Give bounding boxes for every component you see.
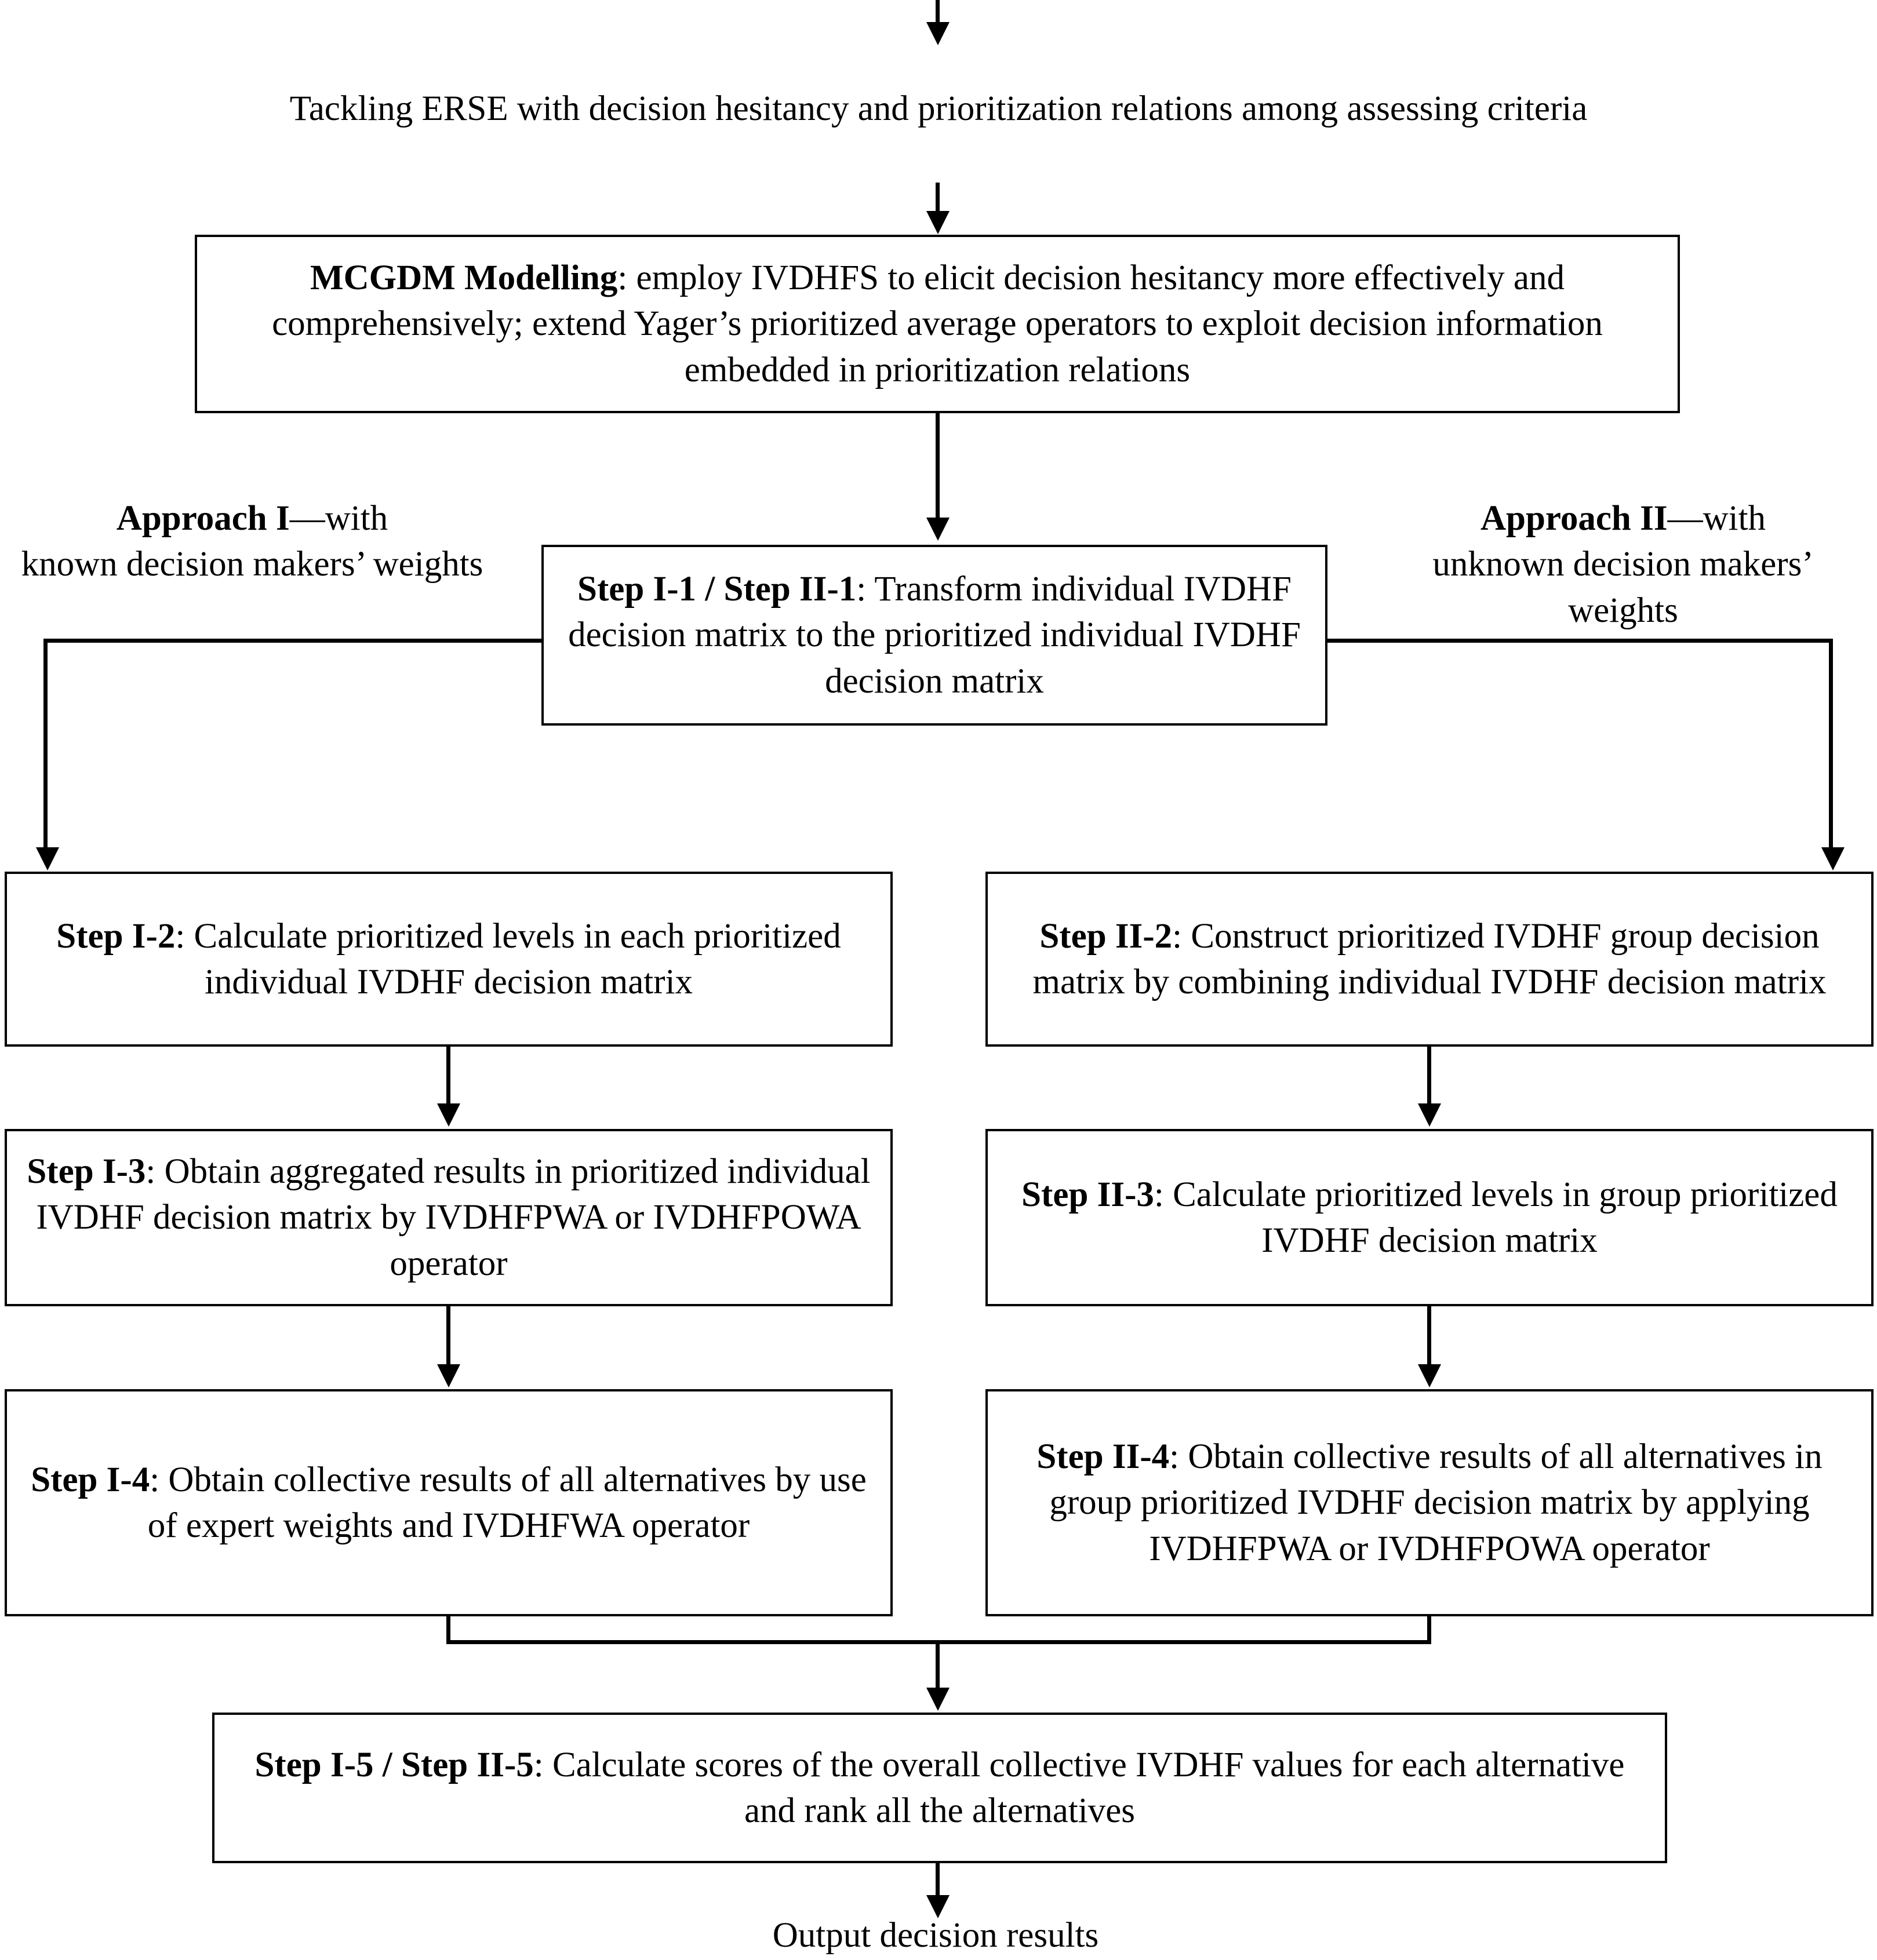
output-label-text: Output decision results — [772, 1916, 1099, 1955]
box-step-i4[interactable]: Step I-4: Obtain collective results of a… — [5, 1389, 893, 1616]
approach-ii-heading: Approach II — [1480, 499, 1668, 538]
box-mcgdm-modelling[interactable]: MCGDM Modelling: employ IVDHFS to elicit… — [195, 235, 1680, 413]
box-step-ii4[interactable]: Step II-4: Obtain collective results of … — [985, 1389, 1874, 1616]
box-step-1-text: Step I-1 / Step II-1: Transform individu… — [544, 566, 1325, 704]
title-note-text: Tackling ERSE with decision hesitancy an… — [289, 89, 1588, 128]
box-step-ii4-text: Step II-4: Obtain collective results of … — [988, 1434, 1871, 1572]
box-step-i2-text: Step I-2: Calculate prioritized levels i… — [7, 913, 890, 1005]
connector-i2-to-i3-line — [446, 1047, 450, 1105]
connector-branch-right-horizontal — [1326, 639, 1833, 643]
box-step-ii4-label: Step II-4 — [1036, 1437, 1170, 1477]
connector-i3-to-i4-arrowhead — [437, 1364, 460, 1387]
approach-ii-label: Approach II—with unknown decision makers… — [1380, 496, 1867, 633]
connector-merge-left-vertical — [446, 1616, 450, 1644]
approach-ii-dash: —with — [1667, 499, 1766, 538]
box-step-1[interactable]: Step I-1 / Step II-1: Transform individu… — [541, 545, 1327, 726]
box-step-5-label: Step I-5 / Step II-5 — [254, 1745, 534, 1784]
connector-branch-right-arrowhead — [1821, 847, 1845, 870]
approach-i-rest: known decision makers’ weights — [21, 545, 483, 584]
box-step-5[interactable]: Step I-5 / Step II-5: Calculate scores o… — [212, 1713, 1667, 1863]
connector-i2-to-i3-arrowhead — [437, 1103, 460, 1127]
approach-ii-rest: unknown decision makers’ weights — [1432, 545, 1814, 630]
connector-branch-left-arrowhead — [36, 847, 59, 870]
box-step-i3[interactable]: Step I-3: Obtain aggregated results in p… — [5, 1129, 893, 1306]
box-step-5-text: Step I-5 / Step II-5: Calculate scores o… — [214, 1742, 1665, 1834]
title-note: Tackling ERSE with decision hesitancy an… — [243, 86, 1634, 133]
box-step-ii4-body: : Obtain collective results of all alter… — [1049, 1437, 1823, 1568]
connector-branch-left-vertical — [43, 639, 48, 848]
box-step-i2[interactable]: Step I-2: Calculate prioritized levels i… — [5, 872, 893, 1047]
connector-entry-arrowhead — [926, 22, 950, 45]
box-mcgdm-modelling-body: : employ IVDHFS to elicit decision hesit… — [272, 258, 1603, 389]
box-step-i4-body: : Obtain collective results of all alter… — [147, 1460, 867, 1545]
connector-step5-to-output-arrowhead — [926, 1895, 950, 1918]
box-step-i3-label: Step I-3 — [27, 1152, 146, 1192]
box-step-i4-label: Step I-4 — [31, 1460, 150, 1499]
connector-modelling-to-step1-arrowhead — [926, 518, 950, 541]
box-step-i3-body: : Obtain aggregated results in prioritiz… — [36, 1152, 871, 1283]
connector-merge-right-vertical — [1427, 1616, 1431, 1644]
approach-i-label: Approach I—with known decision makers’ w… — [12, 496, 493, 588]
connector-merge-to-step5-arrowhead — [926, 1688, 950, 1711]
connector-step5-to-output-line — [936, 1863, 940, 1897]
box-step-i3-text: Step I-3: Obtain aggregated results in p… — [7, 1149, 890, 1287]
box-step-ii3[interactable]: Step II-3: Calculate prioritized levels … — [985, 1129, 1874, 1306]
connector-ii2-to-ii3-line — [1427, 1047, 1431, 1105]
box-step-ii2[interactable]: Step II-2: Construct prioritized IVDHF g… — [985, 872, 1874, 1047]
approach-i-dash: —with — [289, 499, 388, 538]
approach-i-heading: Approach I — [116, 499, 290, 538]
connector-merge-to-step5-line — [936, 1640, 940, 1689]
box-step-ii3-label: Step II-3 — [1021, 1175, 1154, 1214]
connector-branch-left-horizontal — [43, 639, 543, 643]
connector-modelling-to-step1-line — [936, 413, 940, 519]
box-step-i4-text: Step I-4: Obtain collective results of a… — [7, 1457, 890, 1549]
box-step-i2-body: : Calculate prioritized levels in each p… — [175, 916, 841, 1001]
box-step-ii3-text: Step II-3: Calculate prioritized levels … — [988, 1172, 1871, 1264]
connector-i3-to-i4-line — [446, 1306, 450, 1365]
box-step-i2-label: Step I-2 — [56, 916, 176, 956]
connector-branch-right-vertical — [1829, 639, 1833, 848]
box-step-1-body: : Transform individual IVDHF decision ma… — [568, 570, 1301, 701]
box-step-ii2-label: Step II-2 — [1039, 916, 1173, 956]
box-step-ii2-body: : Construct prioritized IVDHF group deci… — [1032, 916, 1827, 1001]
box-step-ii2-text: Step II-2: Construct prioritized IVDHF g… — [988, 913, 1871, 1005]
connector-ii3-to-ii4-arrowhead — [1418, 1364, 1441, 1387]
box-step-ii3-body: : Calculate prioritized levels in group … — [1154, 1175, 1838, 1260]
box-mcgdm-modelling-label: MCGDM Modelling — [310, 258, 618, 298]
connector-title-to-modelling-arrowhead — [926, 211, 950, 234]
connector-ii3-to-ii4-line — [1427, 1306, 1431, 1365]
connector-title-to-modelling-line — [936, 183, 940, 213]
box-mcgdm-modelling-text: MCGDM Modelling: employ IVDHFS to elicit… — [197, 255, 1678, 393]
connector-ii2-to-ii3-arrowhead — [1418, 1103, 1441, 1127]
output-label: Output decision results — [646, 1912, 1225, 1959]
box-step-1-label: Step I-1 / Step II-1 — [577, 570, 857, 609]
box-step-5-body: : Calculate scores of the overall collec… — [533, 1745, 1625, 1830]
connector-entry-line — [936, 0, 940, 24]
